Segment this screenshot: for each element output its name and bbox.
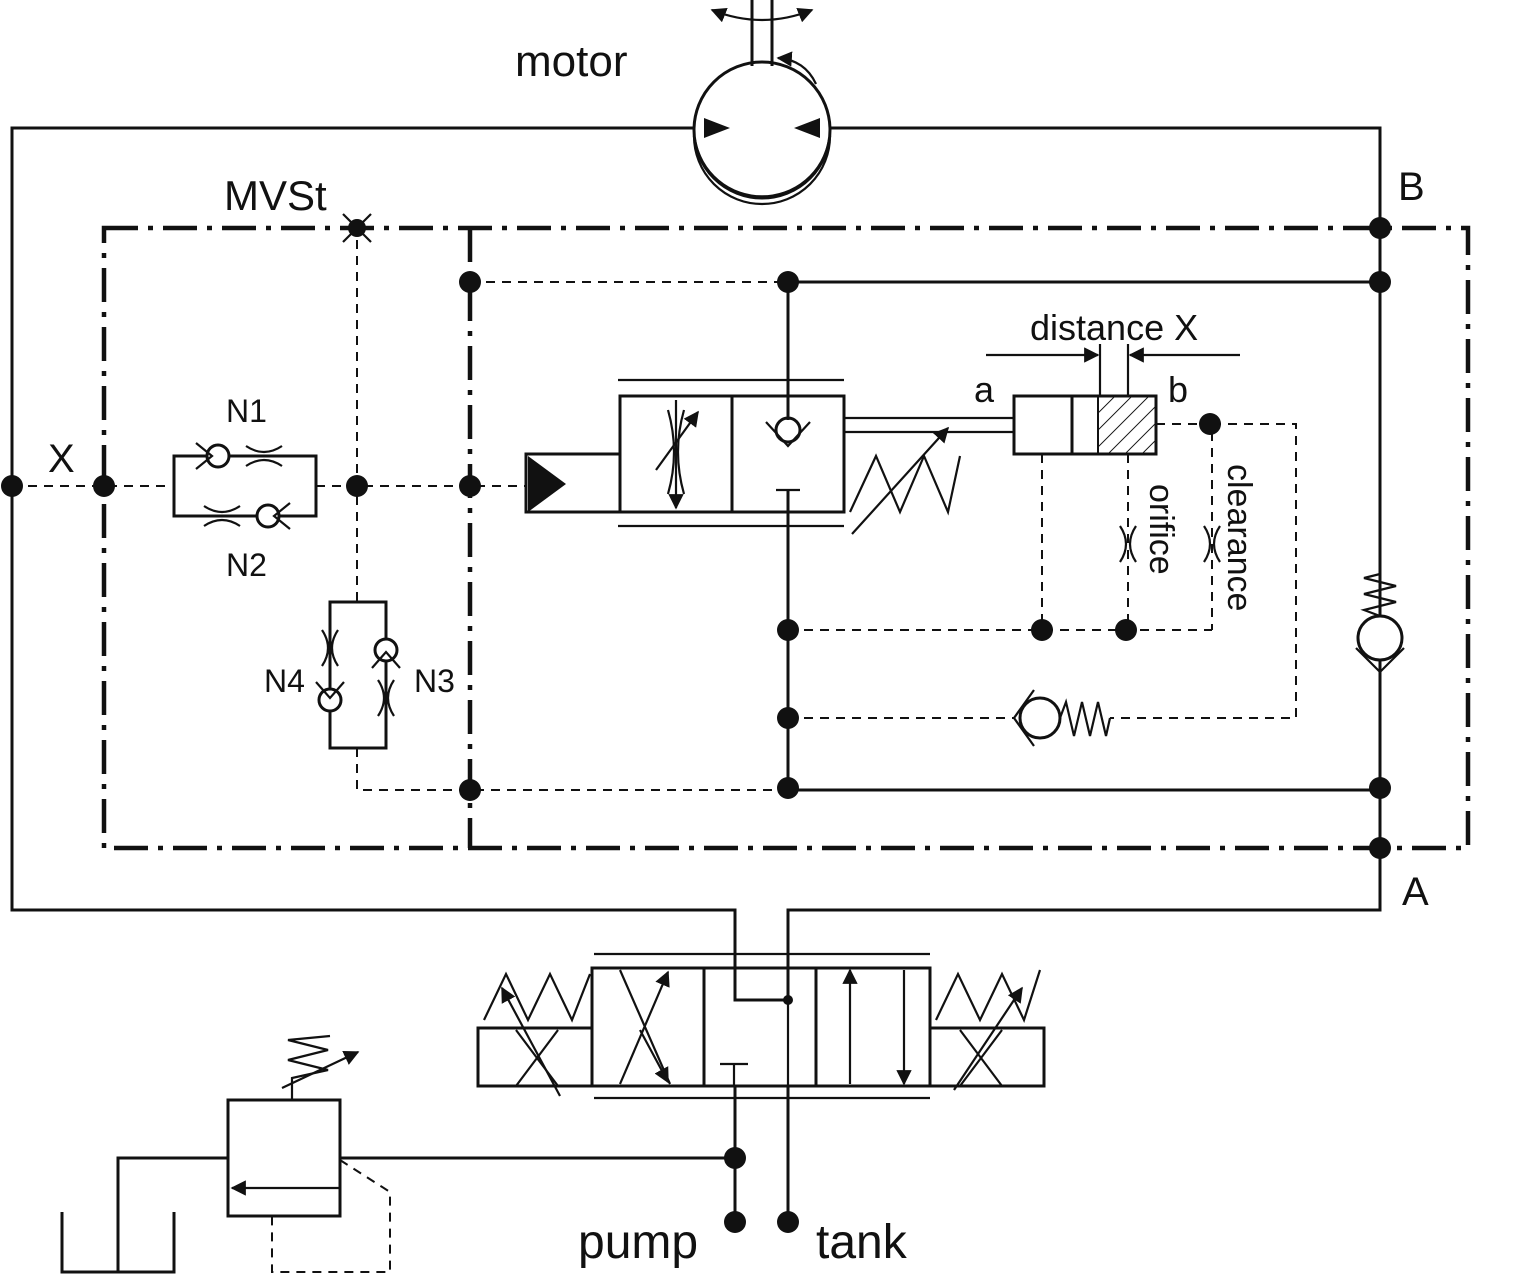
n1-label: N1 xyxy=(226,393,267,429)
directional-valve xyxy=(476,952,1046,1100)
pump-tank-lines xyxy=(340,1086,790,1222)
n3-n4-orifice-check-block xyxy=(315,600,401,750)
tank-label: tank xyxy=(816,1216,908,1269)
n3-label: N3 xyxy=(414,663,455,699)
tank-reservoir xyxy=(60,1212,176,1274)
n1-n2-orifice-check-block xyxy=(172,442,318,530)
pilot-lines xyxy=(12,240,788,791)
mvst-test-point xyxy=(342,213,372,243)
hydraulic-motor xyxy=(692,0,832,206)
spring-check-valve-horizontal xyxy=(1012,689,1112,747)
distance-label: distance X xyxy=(1030,307,1198,348)
port-x-label: X xyxy=(48,437,75,481)
spring-check-valve-vertical xyxy=(1355,572,1405,674)
pump-label: pump xyxy=(578,1216,698,1269)
junction-dots xyxy=(1,217,1391,1233)
orifice-label: orifice xyxy=(1142,484,1180,575)
n4-label: N4 xyxy=(264,663,305,699)
motor-label: motor xyxy=(515,37,627,86)
valve-block-enclosure xyxy=(101,225,1471,851)
port-b-label: B xyxy=(1398,165,1425,209)
relief-valve xyxy=(116,1034,391,1273)
clearance-label: clearance xyxy=(1220,464,1258,611)
mvst-label: MVSt xyxy=(224,172,327,219)
n2-label: N2 xyxy=(226,547,267,583)
port-a-label: A xyxy=(1402,870,1429,914)
main-control-valve xyxy=(524,378,1014,535)
cylinder-port-b-label: b xyxy=(1168,369,1188,410)
orifice-clearance-lines xyxy=(788,423,1297,719)
cylinder-port-a-label: a xyxy=(974,369,995,410)
feedback-cylinder xyxy=(986,344,1240,456)
